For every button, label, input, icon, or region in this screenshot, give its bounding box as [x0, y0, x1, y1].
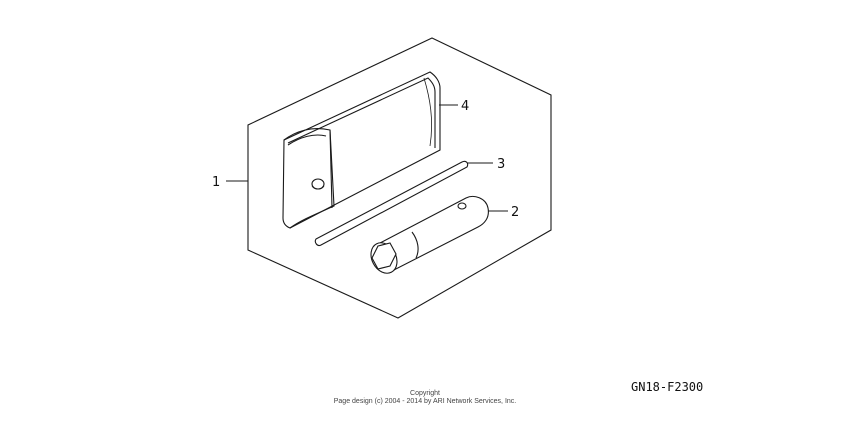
callout-2: 2 [511, 205, 519, 220]
copyright-notice: Page design (c) 2004 - 2014 by ARI Netwo… [333, 398, 517, 405]
callout-4: 4 [461, 99, 469, 114]
wrench-hole [457, 202, 467, 210]
kit-outline [247, 37, 552, 319]
callout-1: 1 [212, 175, 220, 190]
tommy-bar [314, 160, 469, 246]
tool-bag [282, 71, 441, 229]
plug-wrench [370, 195, 489, 274]
callout-3: 3 [497, 157, 505, 172]
figure-code: GN18-F2300 [631, 380, 704, 394]
copyright-label: Copyright [410, 390, 440, 397]
